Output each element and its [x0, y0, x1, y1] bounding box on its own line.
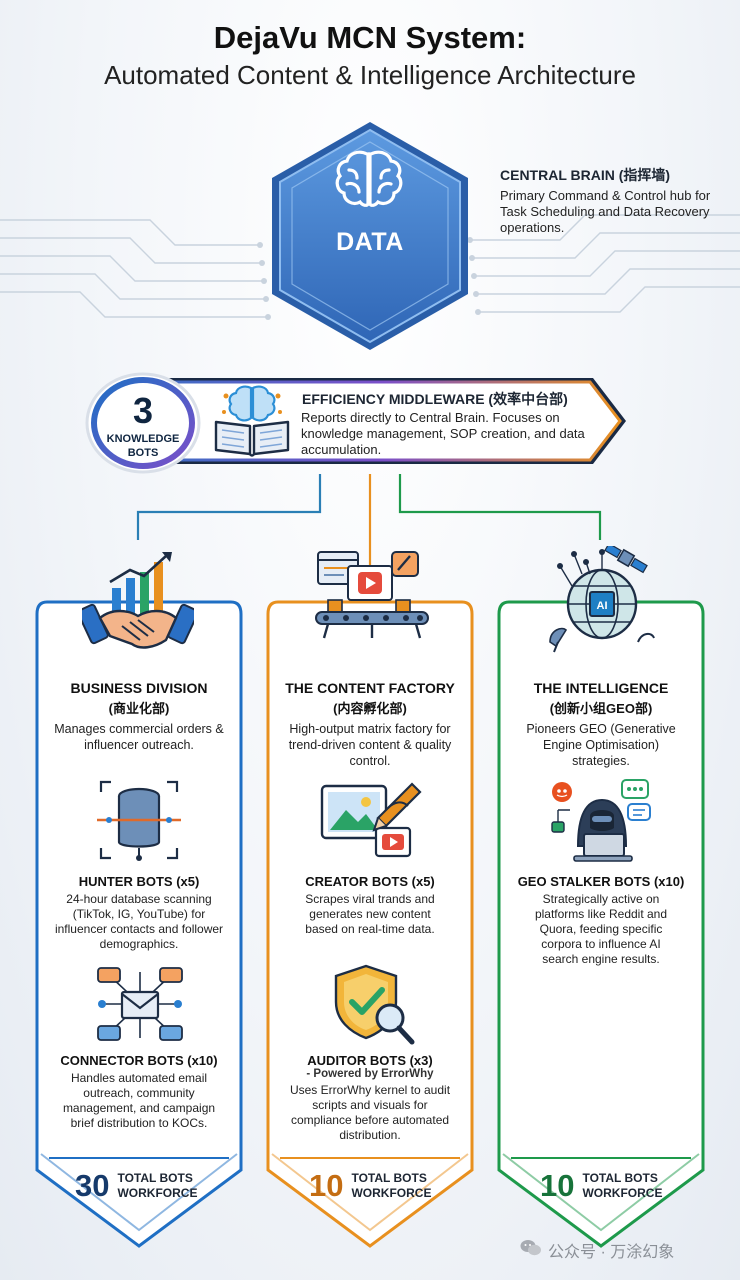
business-total-label-2: WORKFORCE: [117, 1186, 198, 1200]
content-total-label: TOTAL BOTS WORKFORCE: [351, 1171, 431, 1201]
svg-text:AI: AI: [597, 600, 608, 612]
knowledge-bots-badge: [85, 372, 201, 474]
content-factory-title: THE CONTENT FACTORY: [285, 680, 455, 696]
intelligence-total-label-1: TOTAL BOTS: [582, 1171, 658, 1185]
intelligence-description: Pioneers GEO (Generative Engine Optimisa…: [526, 722, 676, 768]
content-factory-header: THE CONTENT FACTORY (内容孵化部) High-output …: [266, 680, 474, 769]
knowledge-label-line1: KNOWLEDGE: [106, 433, 180, 445]
content-total-label-1: TOTAL BOTS: [351, 1171, 427, 1185]
central-brain-hexagon: [272, 122, 468, 350]
auditor-bots-subtitle: - Powered by ErrorWhy: [306, 1068, 434, 1080]
middleware-title: EFFICIENCY MIDDLEWARE (效率中台部): [302, 391, 568, 407]
content-total: 10 TOTAL BOTS WORKFORCE: [309, 1168, 431, 1204]
content-total-label-2: WORKFORCE: [351, 1186, 432, 1200]
business-total-label: TOTAL BOTS WORKFORCE: [117, 1171, 197, 1201]
database-scan-icon: [97, 780, 181, 861]
connector-bots-description: Handles automated email outreach, commun…: [62, 1071, 216, 1130]
hunter-bots-description: 24-hour database scanning (TikTok, IG, Y…: [54, 892, 224, 951]
auditor-bots-description: Uses ErrorWhy kernel to audit scripts an…: [289, 1083, 451, 1142]
content-total-count: 10: [309, 1168, 344, 1203]
creator-bots-title: CREATOR BOTS (x5): [305, 874, 435, 889]
geo-stalker-bots-description: Strategically active on platforms like R…: [534, 892, 668, 966]
business-division-header: BUSINESS DIVISION (商业化部) Manages commerc…: [35, 680, 243, 753]
content-factory-icon: [315, 551, 429, 639]
creator-bots-block: CREATOR BOTS (x5) Scrapes viral trands a…: [266, 874, 474, 937]
content-factory-frame: [266, 600, 474, 1248]
knowledge-bots-label: KNOWLEDGE BOTS: [84, 432, 202, 460]
geo-stalker-bots-block: GEO STALKER BOTS (x10) Strategically act…: [497, 874, 705, 967]
intelligence-total-label: TOTAL BOTS WORKFORCE: [582, 1171, 662, 1201]
hunter-bots-title: HUNTER BOTS (x5): [78, 874, 200, 889]
business-division-description: Manages commercial orders & influencer o…: [54, 722, 224, 752]
content-factory-subtitle: (内容孵化部): [333, 701, 407, 716]
connector-bots-title: CONNECTOR BOTS (x10): [60, 1053, 218, 1068]
business-division-subtitle: (商业化部): [108, 701, 170, 716]
central-brain-title: CENTRAL BRAIN (指挥墙): [500, 167, 671, 183]
intelligence-title: THE INTELLIGENCE: [533, 680, 669, 696]
email-network-icon: [97, 967, 183, 1041]
brain-icon: [335, 150, 403, 207]
intelligence-subtitle: (创新小组GEO部): [549, 701, 653, 716]
auditor-bots-block: AUDITOR BOTS (x3) - Powered by ErrorWhy …: [266, 1053, 474, 1143]
book-brain-icon: [214, 385, 290, 457]
creator-tablet-icon: [320, 782, 422, 858]
page-title: DejaVu MCN System:: [213, 20, 527, 55]
knowledge-bots-count: 3: [132, 390, 154, 431]
business-division-title: BUSINESS DIVISION: [70, 680, 208, 696]
business-total-count: 30: [75, 1168, 110, 1203]
central-brain-description: Primary Command & Control hub for Task S…: [500, 188, 711, 235]
hacker-laptop-icon: [551, 779, 651, 862]
shield-magnifier-icon: [334, 964, 415, 1045]
business-total-label-1: TOTAL BOTS: [117, 1171, 193, 1185]
middleware-description: Reports directly to Central Brain. Focus…: [301, 410, 585, 457]
footer-watermark: 公众号 · 万涂幻象: [548, 1244, 675, 1261]
business-division-frame: [35, 600, 243, 1248]
knowledge-label-line2: BOTS: [127, 447, 159, 459]
circuit-background: [0, 214, 740, 320]
intelligence-frame: [497, 600, 705, 1248]
wechat-icon: [520, 1240, 541, 1256]
content-factory-description: High-output matrix factory for trend-dri…: [288, 722, 452, 768]
hex-data-label: DATA: [336, 228, 404, 256]
handshake-chart-icon: [82, 552, 194, 649]
connector-bots-block: CONNECTOR BOTS (x10) Handles automated e…: [35, 1053, 243, 1131]
geo-stalker-bots-title: GEO STALKER BOTS (x10): [517, 874, 685, 889]
intelligence-total: 10 TOTAL BOTS WORKFORCE: [540, 1168, 662, 1204]
intelligence-total-count: 10: [540, 1168, 575, 1203]
ai-globe-satellite-icon: AI: [549, 546, 655, 653]
auditor-bots-title: AUDITOR BOTS (x3): [307, 1053, 433, 1068]
intelligence-header: THE INTELLIGENCE (创新小组GEO部) Pioneers GEO…: [497, 680, 705, 769]
hunter-bots-block: HUNTER BOTS (x5) 24-hour database scanni…: [35, 874, 243, 952]
creator-bots-description: Scrapes viral trands and generates new c…: [305, 892, 435, 936]
intelligence-total-label-2: WORKFORCE: [582, 1186, 663, 1200]
business-total: 30 TOTAL BOTS WORKFORCE: [75, 1168, 197, 1204]
page-subtitle: Automated Content & Intelligence Archite…: [104, 60, 636, 90]
